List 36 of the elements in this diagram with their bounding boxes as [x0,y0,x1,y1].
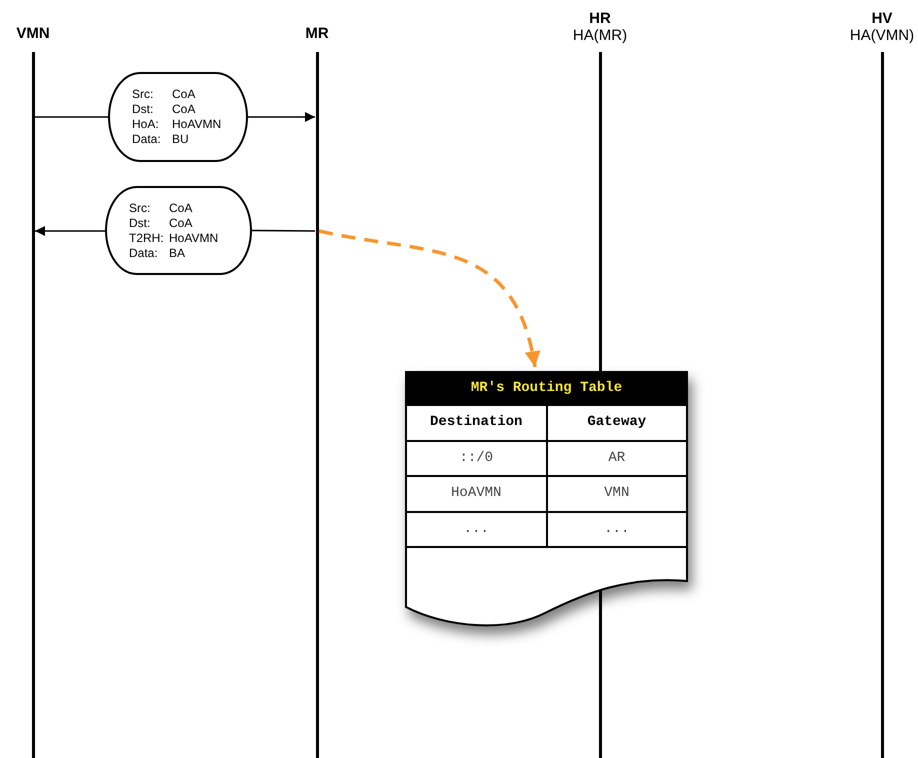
field-value: BU [172,132,189,147]
field-name: Src: [129,200,152,216]
arrow [248,112,315,122]
connector-line [35,116,108,118]
table-cell: ::/0 [405,442,548,475]
table-cell: ... [548,512,688,546]
table-cell: AR [548,442,688,475]
dashed-arrow [318,229,540,368]
field-name: HoA: [132,117,160,132]
table-cell: HoAVMN [405,477,548,510]
field-value: CoA [172,87,196,102]
lifeline-label: HA(MR) [572,28,628,43]
field-value: CoA [169,216,192,230]
field-name: Dst: [132,102,154,117]
field-value: BA [169,246,186,260]
field-name: Data: [132,132,162,147]
connector-line [252,230,315,232]
column-header: Gateway [548,406,688,440]
lifeline-label: VMN [15,26,51,41]
field-value: HoAVMN [172,117,222,132]
field-name: Src: [132,87,154,102]
lifeline-label: HA(VMN) [848,28,916,43]
column-header: Destination [405,406,548,440]
field-name: Data: [129,246,159,260]
table-cell: VMN [548,477,688,510]
lifeline-label: HR [588,11,612,26]
field-value: CoA [169,200,192,216]
lifeline-label: HV [870,11,894,26]
lifeline-label: MR [304,26,330,41]
table-title: MR's Routing Table [405,371,688,406]
field-value: CoA [172,102,196,117]
field-value: HoAVMN [169,230,218,246]
field-name: Dst: [129,216,152,230]
table-cell: ... [405,512,548,546]
arrow [35,226,105,236]
field-name: T2RH: [129,230,165,246]
